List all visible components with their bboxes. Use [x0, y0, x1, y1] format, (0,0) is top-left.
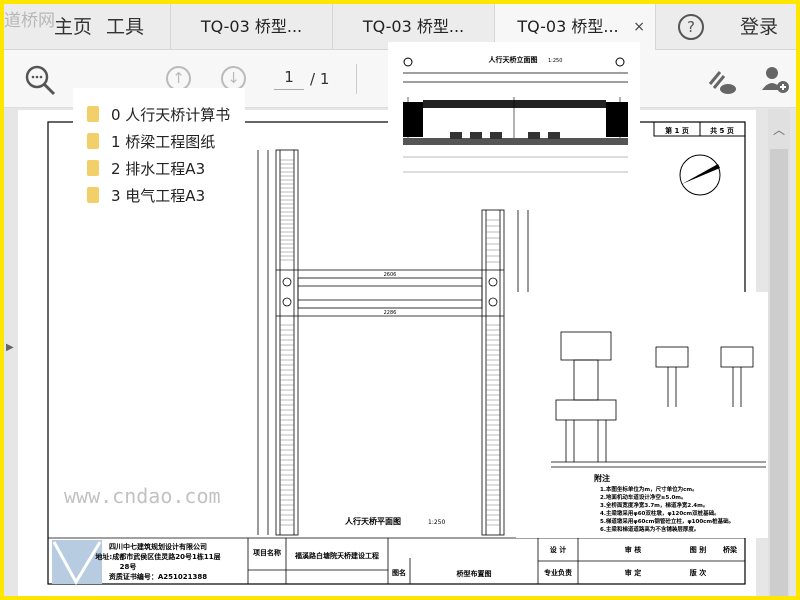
tab-label: TQ-03 桥型... [517, 17, 619, 36]
tab-label: TQ-03 桥型... [362, 17, 465, 36]
note-5: 5.梯道墩采用φ60cm钢管砼立柱，φ100cm桩基础。 [600, 517, 734, 525]
question-circle-icon[interactable]: ? [678, 14, 704, 40]
responsible-label: 专业负责 [544, 568, 572, 577]
drawing-label: 图名 [392, 568, 406, 577]
approve-label: 审 定 [625, 568, 641, 577]
title-block [48, 537, 745, 584]
notes-title: 附注 [594, 473, 610, 483]
pdf-viewer-window: 主页 工具 TQ-03 桥型... TQ-03 桥型... TQ-03 桥型..… [4, 4, 796, 596]
bookmark-label: 3 电气工程A3 [111, 187, 206, 205]
page-total-label: 共 5 页 [710, 126, 734, 135]
plan-title: 人行天桥平面图 [345, 516, 401, 526]
project-name: 福溪路白塘院天桥建设工程 [294, 551, 379, 560]
note-2: 2.地面机动车道设计净空≥5.0m。 [600, 493, 687, 501]
bookmark-label: 0 人行天桥计算书 [111, 106, 231, 124]
company-logo [52, 540, 102, 586]
expand-panel-arrow-icon[interactable]: ▶ [6, 342, 14, 353]
login-button[interactable]: 登录 [740, 16, 779, 38]
review-label: 审 核 [625, 545, 641, 554]
category-label: 图 别 [690, 545, 706, 554]
bookmark-item[interactable]: 0 人行天桥计算书 [87, 104, 230, 126]
folder-icon [87, 187, 99, 203]
bookmarks-panel: 0 人行天桥计算书 1 桥梁工程图纸 2 排水工程A3 3 电气工程A3 [73, 88, 245, 216]
scroll-up-arrow-icon[interactable]: ︿ [772, 123, 785, 137]
folder-icon [87, 133, 99, 149]
category-value: 桥梁 [723, 545, 738, 554]
plan-view [257, 149, 529, 536]
folder-icon [87, 160, 99, 176]
vertical-scrollbar[interactable]: ︿ [768, 109, 790, 596]
folder-icon [87, 106, 99, 122]
nav-home[interactable]: 主页 [54, 16, 93, 38]
dimension-top: 2606 [384, 272, 397, 278]
company-name: 四川中七建筑规划设计有限公司 [109, 542, 207, 551]
north-arrow-icon [679, 154, 721, 196]
bookmark-label: 2 排水工程A3 [111, 160, 206, 178]
note-6: 6.主梁和梯道道路高为不含铺装层厚度。 [600, 525, 699, 533]
elevation-scale: 1:250 [548, 58, 562, 64]
tab-label: TQ-03 桥型... [200, 17, 303, 36]
watermark-bottom-right: www.cndao.com [64, 484, 221, 508]
toolbar-divider [356, 64, 357, 94]
project-label: 项目名称 [253, 548, 281, 557]
bookmark-item[interactable]: 2 排水工程A3 [87, 158, 205, 180]
note-3: 3.全桥面宽度净宽3.7m，梯道净宽2.4m。 [600, 501, 708, 509]
version-label: 版 次 [690, 568, 706, 577]
search-more-icon[interactable] [24, 64, 58, 98]
add-user-icon[interactable] [760, 64, 792, 96]
elevation-drawing-overlay: 人行天桥立面图 1:250 [388, 42, 640, 186]
drawing-name: 桥型布置图 [457, 569, 492, 578]
tab-document-2[interactable]: TQ-03 桥型... [332, 4, 494, 50]
bookmark-item[interactable]: 3 电气工程A3 [87, 185, 205, 207]
elevation-title: 人行天桥立面图 [489, 55, 538, 64]
bookmark-item[interactable]: 1 桥梁工程图纸 [87, 131, 215, 153]
nav-tools[interactable]: 工具 [106, 16, 145, 38]
dimension-mid: 2286 [384, 310, 397, 316]
certificate-number: 资质证书编号：A251021388 [109, 572, 207, 581]
page-total: / 1 [310, 70, 330, 88]
page-number-label: 第 1 页 [665, 126, 689, 135]
note-4: 4.主梁墩采用φ60双柱墩，φ120cm双桩基础。 [600, 509, 720, 517]
design-label: 设 计 [550, 545, 566, 554]
note-1: 1.本图坐标单位为m，尺寸单位为cm。 [600, 485, 698, 493]
scrollbar-thumb[interactable] [770, 149, 788, 596]
page-number-input[interactable]: 1 [274, 68, 304, 90]
plan-scale: 1:250 [428, 519, 445, 526]
bookmark-label: 1 桥梁工程图纸 [111, 133, 216, 151]
section-drawing-overlay: 附注 1.本图坐标单位为m，尺寸单位为cm。 2.地面机动车道设计净空≥5.0m… [516, 292, 771, 538]
company-address-2: 28号 [120, 562, 137, 571]
close-tab-icon[interactable]: × [633, 19, 645, 35]
watermark-top-left: 道桥网 [4, 11, 55, 31]
company-address: 地址:成都市武侯区佳灵路20号1栋11层 [95, 552, 220, 561]
link-cloud-icon[interactable] [704, 66, 738, 96]
tab-document-1[interactable]: TQ-03 桥型... [170, 4, 332, 50]
